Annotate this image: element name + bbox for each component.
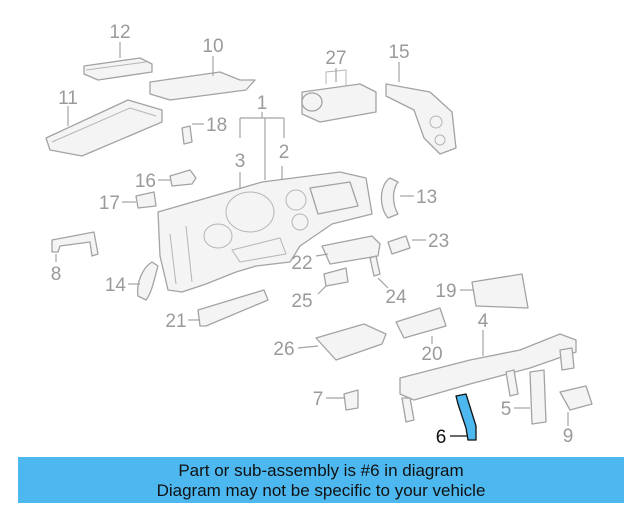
instrument-panel-drawing <box>157 171 373 293</box>
callout-5: 5 <box>501 399 512 420</box>
callout-10: 10 <box>202 36 223 57</box>
part-24-drawing <box>369 255 389 289</box>
callout-27: 27 <box>325 48 346 69</box>
part-4-drawing <box>399 330 577 423</box>
callout-7: 7 <box>313 389 324 410</box>
callout-14: 14 <box>105 275 127 296</box>
part-1-3-2-leaders <box>239 112 285 190</box>
callout-24: 24 <box>385 287 407 308</box>
callout-20: 20 <box>421 344 442 365</box>
callout-25: 25 <box>291 291 312 312</box>
part-23-drawing <box>387 235 426 255</box>
callout-16: 16 <box>135 171 156 192</box>
part-5-drawing <box>514 369 547 425</box>
callout-19: 19 <box>435 281 456 302</box>
part-21-drawing <box>188 289 269 327</box>
part-22-drawing <box>315 235 381 265</box>
exploded-parts-diagram: 12 10 27 15 11 1 18 3 2 16 17 13 8 23 22… <box>45 22 593 448</box>
part-19-drawing <box>460 273 529 309</box>
banner-line-part-info: Part or sub-assembly is #6 in diagram <box>178 461 464 480</box>
part-13-drawing <box>380 177 414 219</box>
callout-4: 4 <box>478 311 489 332</box>
callout-8: 8 <box>51 264 62 285</box>
part-11-drawing <box>45 99 163 157</box>
part-12-drawing <box>83 42 153 81</box>
callout-21: 21 <box>165 311 186 332</box>
callout-6: 6 <box>436 427 447 448</box>
callout-13: 13 <box>416 187 437 208</box>
info-banner: Part or sub-assembly is #6 in diagram Di… <box>18 457 624 503</box>
part-10-drawing <box>149 56 256 101</box>
part-7-drawing <box>326 389 359 411</box>
callout-23: 23 <box>428 231 449 252</box>
part-8-drawing <box>51 231 99 262</box>
callout-1: 1 <box>257 93 268 114</box>
part-6-highlighted-drawing <box>450 393 477 441</box>
callout-9: 9 <box>563 426 574 447</box>
part-25-drawing <box>317 267 349 295</box>
part-14-drawing <box>128 261 159 301</box>
part-17-drawing <box>122 191 157 209</box>
callout-12: 12 <box>109 22 130 43</box>
part-27-drawing <box>301 68 377 123</box>
callout-26: 26 <box>273 339 294 360</box>
callout-17: 17 <box>99 193 120 214</box>
callout-22: 22 <box>291 253 312 274</box>
part-18-drawing <box>181 123 204 145</box>
part-15-drawing <box>385 62 457 155</box>
part-16-drawing <box>158 169 197 187</box>
banner-line-disclaimer: Diagram may not be specific to your vehi… <box>156 481 486 500</box>
callout-11: 11 <box>58 88 78 109</box>
part-9-drawing <box>559 385 593 426</box>
callout-3: 3 <box>235 151 246 172</box>
callout-2: 2 <box>279 142 290 163</box>
callout-15: 15 <box>388 42 409 63</box>
part-20-drawing <box>395 307 447 344</box>
callout-18: 18 <box>206 115 227 136</box>
part-26-drawing <box>297 323 387 361</box>
